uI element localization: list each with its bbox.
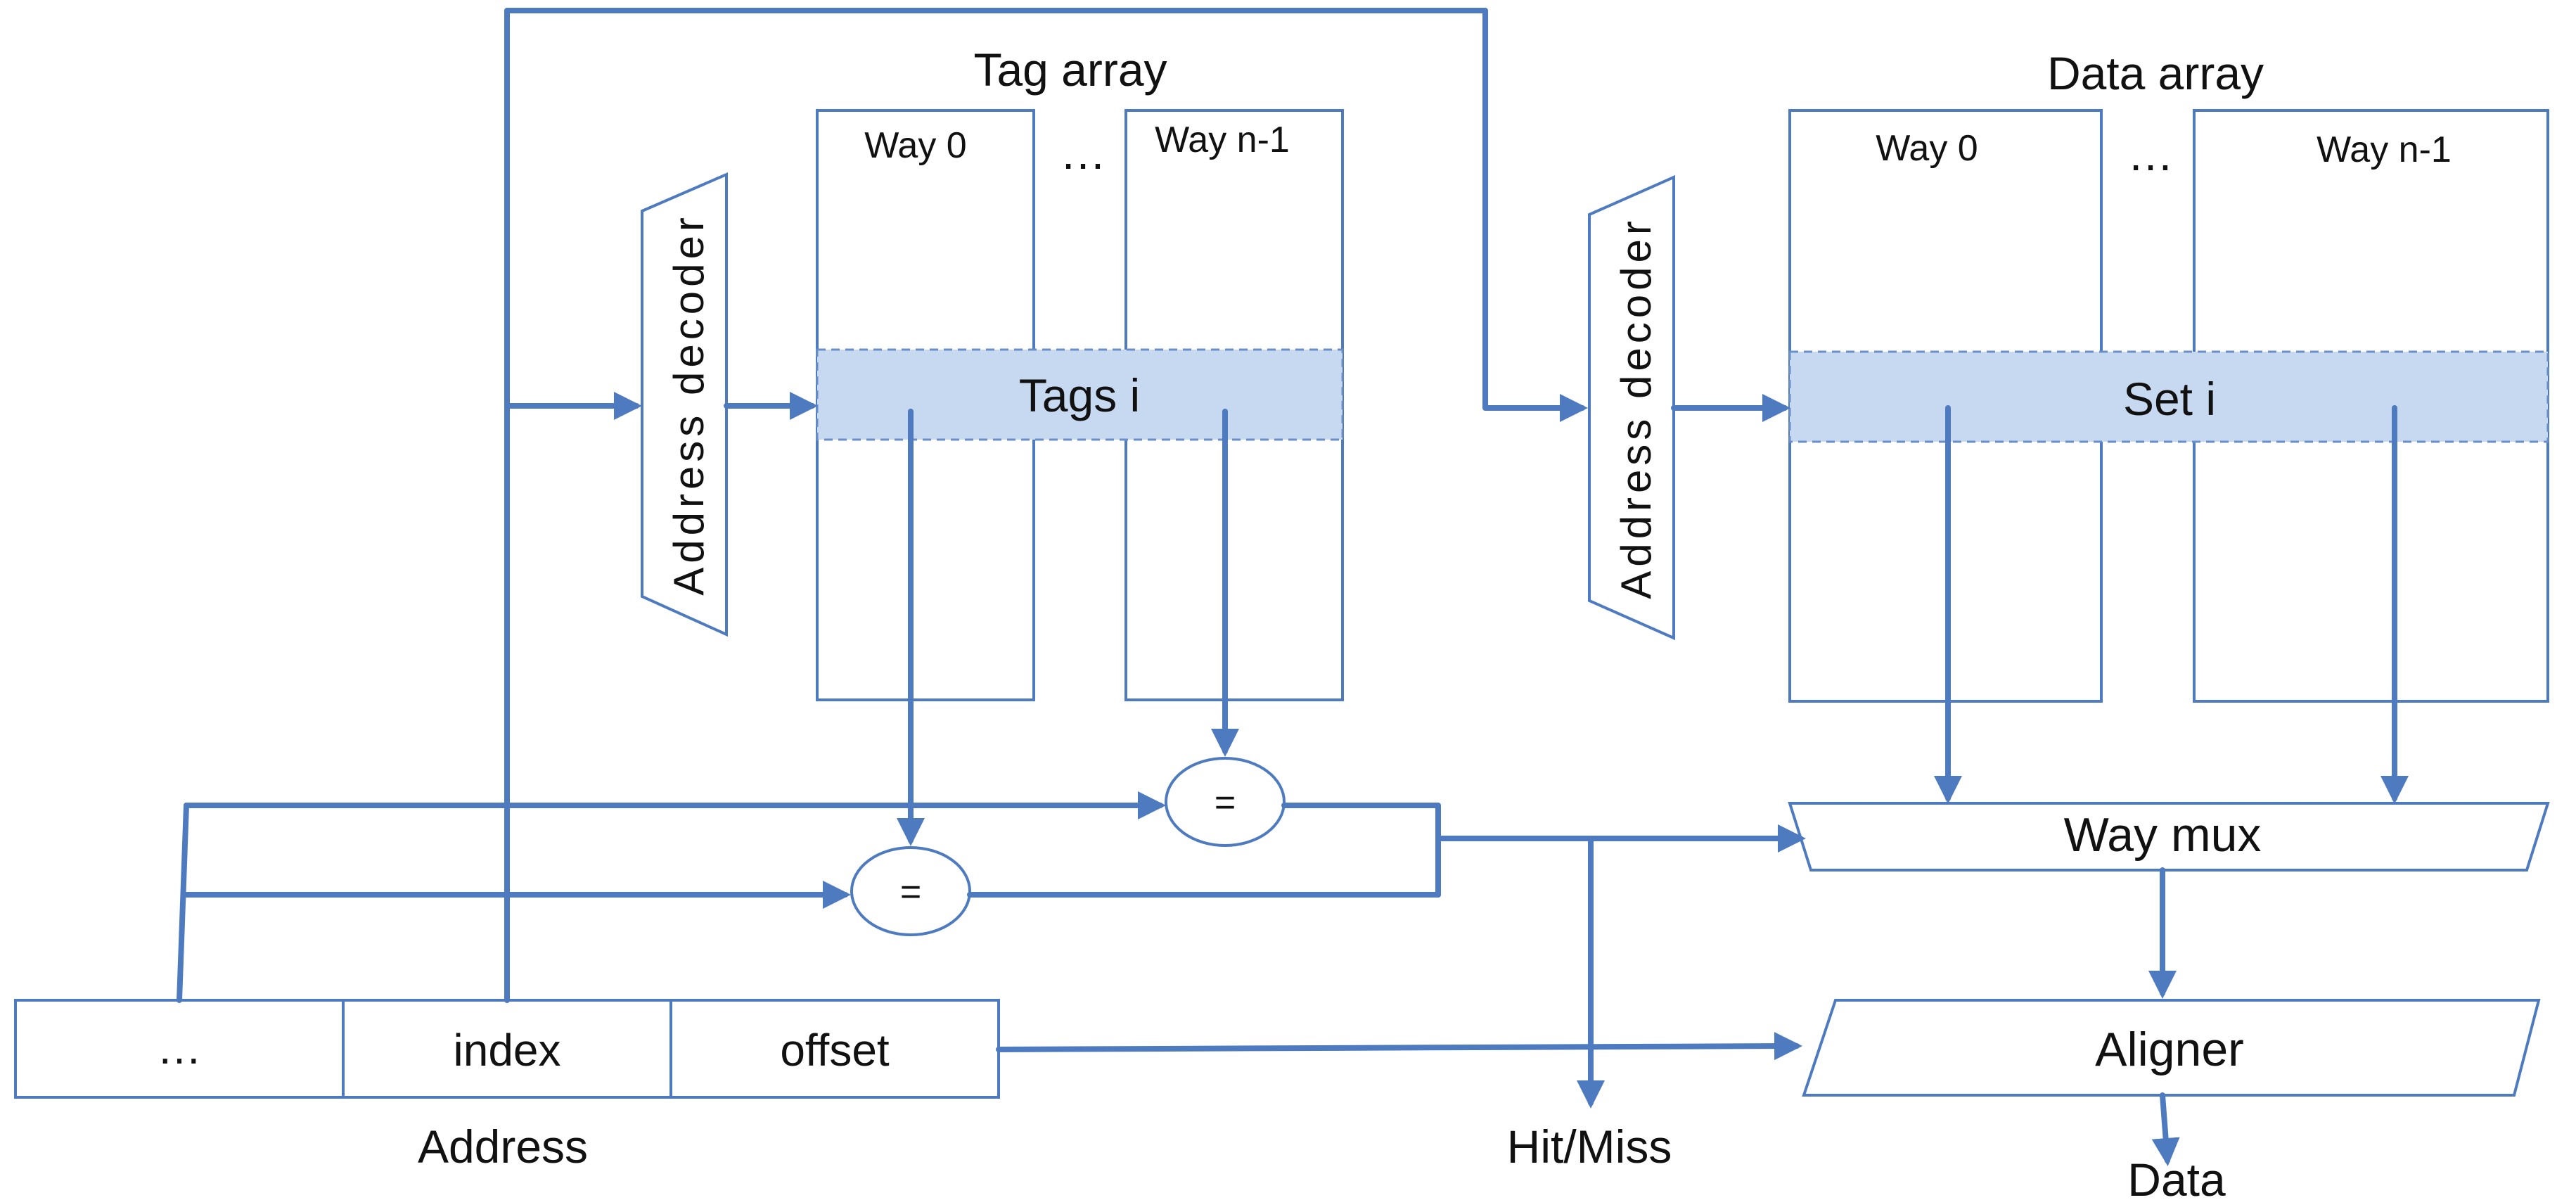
address-field-index	[342, 999, 672, 1099]
set-i-band	[1788, 350, 2549, 443]
comparator-top-output-wire	[1281, 803, 1441, 898]
data-array: Data array Way 0 … Way n-1 Set i	[1788, 47, 2549, 703]
tag-way-0-label: Way 0	[864, 125, 966, 166]
data-decoder-shape	[1588, 174, 1675, 641]
tag-array-title: Tag array	[973, 44, 1167, 96]
tag-array: Tag array Way 0 … Way n-1 Tags i	[816, 44, 1344, 701]
data-array-title: Data array	[2047, 47, 2264, 99]
tag-way-n-label: Way n-1	[1155, 120, 1290, 160]
tag-address-decoder: Address decoder	[641, 172, 728, 637]
address-field-high-label: …	[157, 1023, 202, 1073]
comparator-bottom: =	[850, 846, 971, 936]
data-way-0-label: Way 0	[1876, 128, 1978, 169]
address-register: … index offset Address	[14, 999, 1000, 1173]
offset-to-aligner-wire	[996, 1032, 1802, 1061]
way-mux: Way mux	[1788, 802, 2550, 872]
comparator-top-label: =	[1215, 782, 1236, 823]
tag-ellipsis: …	[1060, 127, 1106, 179]
data-decoder-label: Address decoder	[1613, 217, 1660, 599]
tag-decoder-label: Address decoder	[665, 213, 712, 596]
aligner-shape	[1802, 999, 2541, 1097]
tags-i-label: Tags i	[1019, 369, 1140, 421]
aligner: Aligner	[1802, 999, 2541, 1097]
tags-i-band	[816, 348, 1344, 441]
tag-bits-riser-wire	[177, 803, 189, 1003]
comparator-bottom-label: =	[900, 872, 921, 912]
tag-decoder-shape	[641, 172, 728, 637]
data-address-decoder: Address decoder	[1588, 174, 1675, 641]
data-way-n-label: Way n-1	[2317, 129, 2452, 170]
index-to-data-decoder-wire	[504, 8, 1588, 1003]
aligner-to-data-wire	[2151, 1092, 2180, 1166]
address-field-offset	[669, 999, 1000, 1099]
comparator-bottom-shape	[850, 846, 971, 936]
data-output-label: Data	[2127, 1154, 2226, 1200]
set-i-label: Set i	[2123, 373, 2216, 425]
address-field-offset-label: offset	[780, 1025, 890, 1075]
wires	[177, 8, 2409, 1166]
hit-miss-label: Hit/Miss	[1507, 1121, 1672, 1173]
way-mux-label: Way mux	[2064, 808, 2262, 862]
comparator-top-shape	[1165, 757, 1286, 847]
aligner-label: Aligner	[2095, 1023, 2244, 1076]
data-ellipsis: …	[2127, 128, 2174, 180]
comparator-top: =	[1165, 757, 1286, 847]
address-field-index-label: index	[454, 1025, 561, 1075]
address-label: Address	[418, 1121, 588, 1173]
